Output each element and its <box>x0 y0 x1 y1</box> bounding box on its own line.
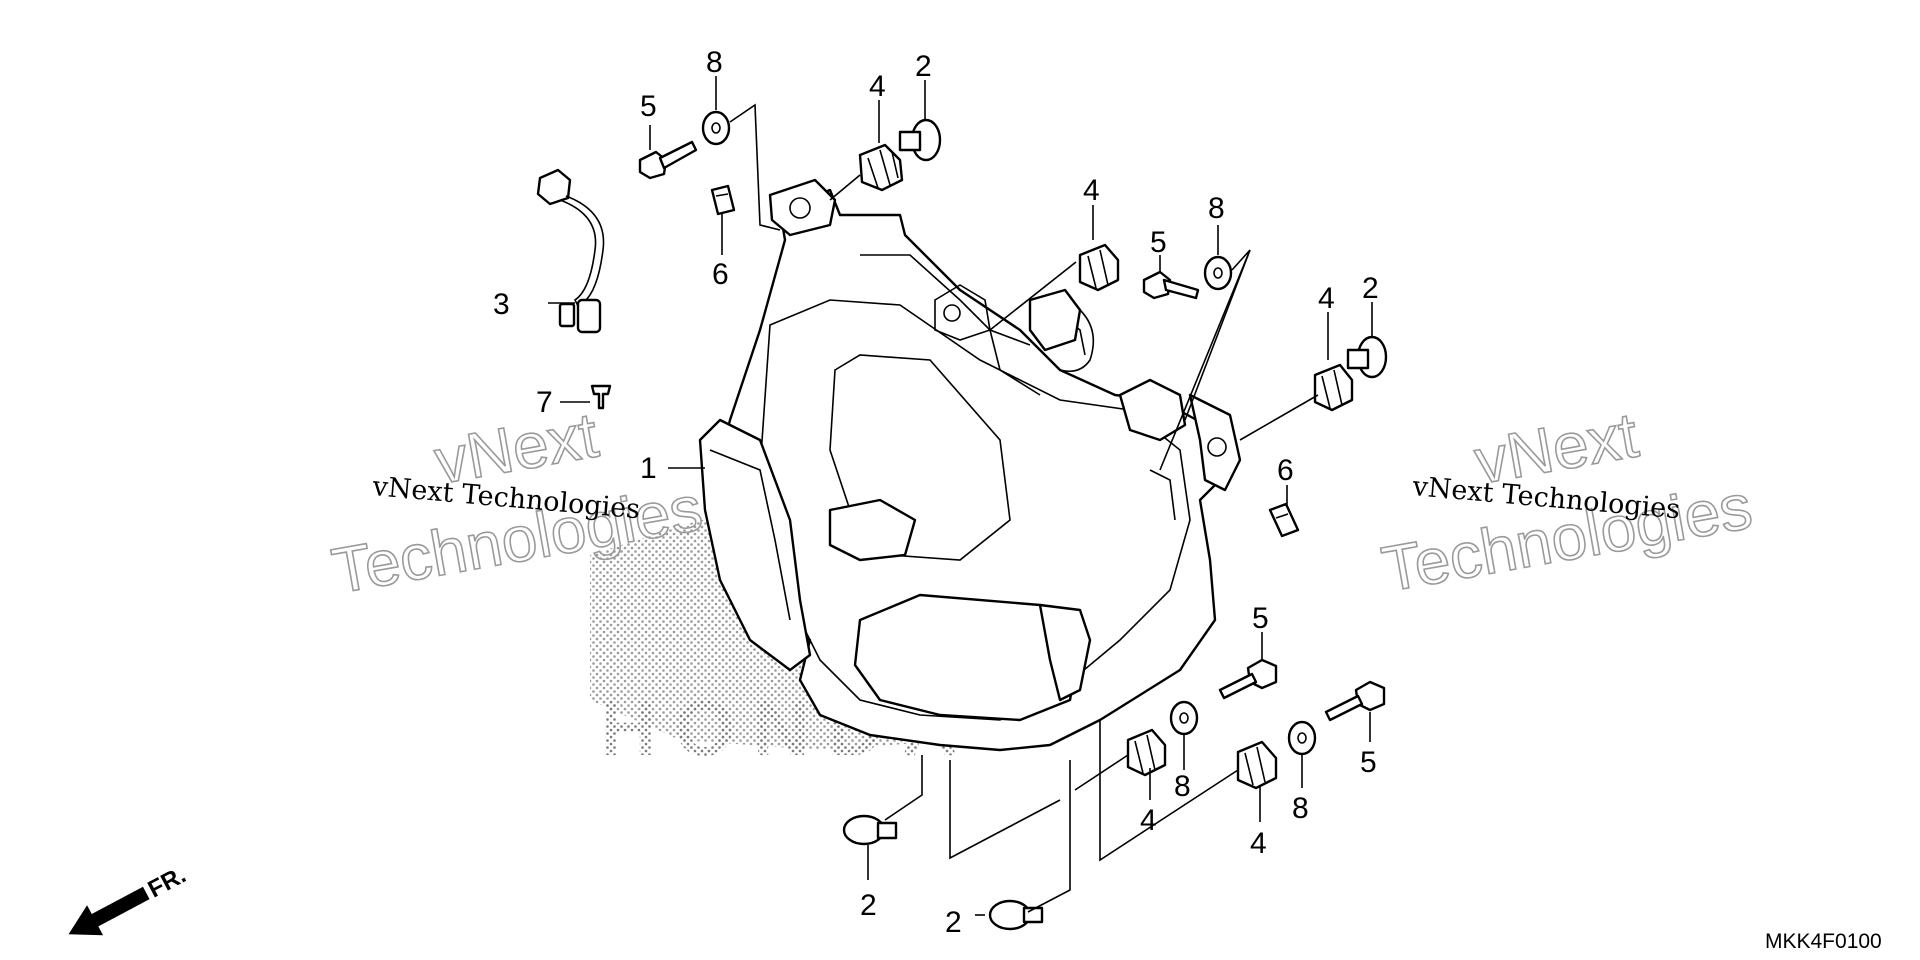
callout-2-top: 2 <box>915 50 932 83</box>
grommet-4-bottom-mid <box>1126 728 1167 777</box>
grommet-4-bottom-right <box>1236 740 1278 790</box>
diagram-code: MKK4F0100 <box>1765 930 1882 953</box>
collar-2-right <box>1346 335 1388 379</box>
washer-8-bottom-right <box>1287 720 1317 756</box>
callout-8-top-right: 8 <box>1208 192 1225 225</box>
collar-2-bottom-left <box>842 814 898 846</box>
callout-7: 7 <box>536 386 553 419</box>
headlight-assembly <box>698 178 1242 752</box>
callout-6-right: 6 <box>1277 454 1294 487</box>
collar-2-top <box>898 118 942 162</box>
front-direction-indicator: FR. <box>68 861 191 936</box>
callout-4-right: 4 <box>1318 282 1335 315</box>
callout-4-mid: 4 <box>1083 174 1100 207</box>
callout-8-top-left: 8 <box>706 46 723 79</box>
callout-4-bottom-mid: 4 <box>1140 804 1157 837</box>
clip-6-right <box>1268 502 1300 538</box>
grommet-4-mid <box>1078 243 1120 292</box>
callout-5-bottom-right: 5 <box>1360 746 1377 779</box>
callout-5-mid: 5 <box>1150 226 1167 259</box>
screw-7 <box>590 384 612 410</box>
callout-8-bottom-right: 8 <box>1292 792 1309 825</box>
callout-4-top: 4 <box>869 70 886 103</box>
callout-1: 1 <box>640 452 657 485</box>
callout-labels: 1 2 2 2 2 3 4 4 4 4 4 5 5 5 5 6 6 7 8 8 … <box>493 46 1379 939</box>
callout-2-bottom-mid: 2 <box>945 906 962 939</box>
front-direction-label: FR. <box>144 861 191 903</box>
bolt-5-mid <box>1142 270 1200 300</box>
collar-2-bottom-mid <box>988 899 1044 931</box>
grommet-4-right <box>1313 363 1354 412</box>
clip-6-top <box>710 184 736 216</box>
callout-2-bottom-left: 2 <box>860 889 877 922</box>
headlight-connector <box>1028 288 1095 373</box>
washer-8-bottom-mid <box>1169 700 1199 736</box>
washer-8-top-right <box>1203 255 1233 291</box>
callout-3: 3 <box>493 288 510 321</box>
washer-8-top-left <box>701 110 731 146</box>
leader-lines <box>548 76 1373 916</box>
front-arrow-icon <box>68 886 150 936</box>
grommet-4-top <box>858 143 904 192</box>
callout-6-top: 6 <box>712 258 729 291</box>
callout-5-top-left: 5 <box>640 90 657 123</box>
bolt-5-top-left <box>638 140 698 180</box>
callout-8-bottom-mid: 8 <box>1174 770 1191 803</box>
callout-5-bottom-mid: 5 <box>1252 602 1269 635</box>
callout-4-bottom-right: 4 <box>1250 827 1267 860</box>
bolt-5-bottom-right <box>1324 680 1386 722</box>
callout-2-right: 2 <box>1362 272 1379 305</box>
bolt-5-bottom-mid <box>1218 658 1278 700</box>
wire-harness <box>536 168 605 334</box>
